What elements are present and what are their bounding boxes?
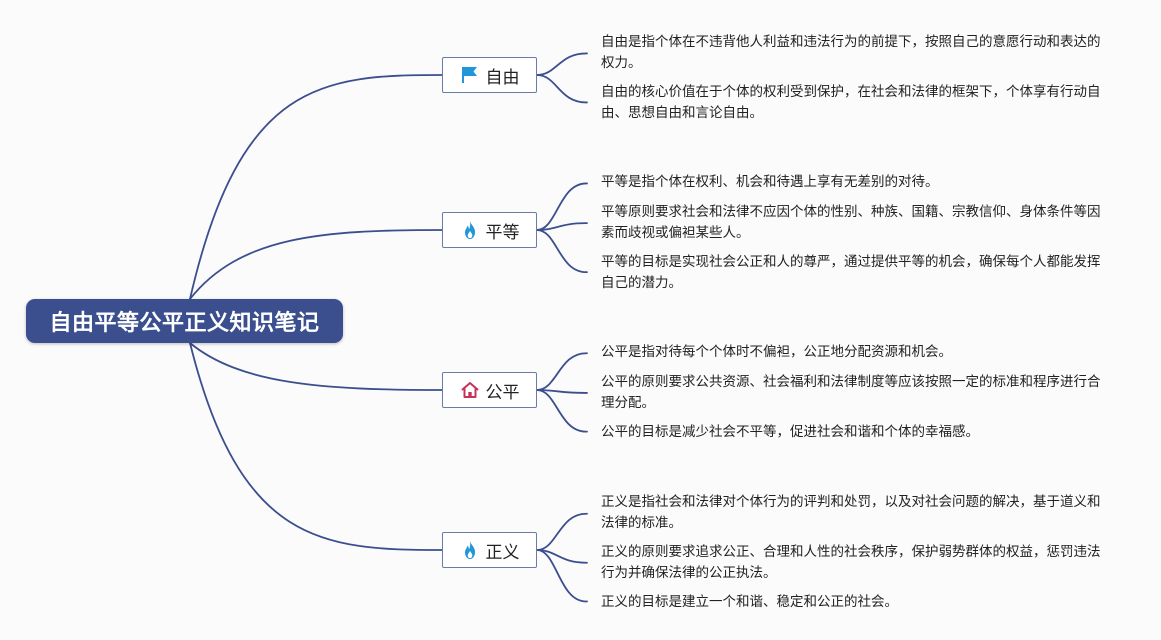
note-text: 平等是指个体在权利、机会和待遇上享有无差别的对待。 bbox=[601, 174, 939, 190]
branch-label: 平等 bbox=[485, 222, 520, 243]
branch-label: 正义 bbox=[485, 542, 520, 563]
branch-to-note-line bbox=[536, 74, 588, 104]
note-text: 自由的核心价值在于个体的权利受到保护，在社会和法律的框架下，个体享有行动自由、思… bbox=[601, 84, 1101, 121]
branch-to-note-line bbox=[536, 182, 588, 231]
flag-icon bbox=[460, 65, 480, 85]
branch-to-note-line bbox=[536, 549, 588, 603]
note-text: 平等原则要求社会和法律不应因个体的性别、种族、国籍、宗教信仰、身体条件等因素而歧… bbox=[601, 204, 1101, 241]
branch-label: 自由 bbox=[485, 67, 520, 88]
flame-icon bbox=[460, 220, 480, 240]
root-to-branch-line bbox=[189, 342, 443, 391]
note-text: 公平是指对待每个个体时不偏袒，公正地分配资源和机会。 bbox=[601, 344, 952, 360]
root-to-branch-line bbox=[189, 229, 443, 300]
house-icon bbox=[460, 380, 480, 400]
branch-topic-fairness[interactable]: 公平 bbox=[442, 372, 537, 408]
branch-topic-freedom[interactable]: 自由 bbox=[442, 57, 537, 93]
note-text: 公平的原则要求公共资源、社会福利和法律制度等应该按照一定的标准和程序进行合理分配… bbox=[601, 374, 1101, 411]
root-to-branch-line bbox=[189, 342, 443, 551]
branch-to-note-line bbox=[536, 512, 588, 551]
note-text: 平等的目标是实现社会公正和人的尊严，通过提供平等的机会，确保每个人都能发挥自己的… bbox=[601, 254, 1101, 291]
branch-topic-justice[interactable]: 正义 bbox=[442, 532, 537, 568]
branch-to-note-line bbox=[536, 389, 588, 433]
root-to-branch-line bbox=[189, 74, 443, 300]
branch-topic-equality[interactable]: 平等 bbox=[442, 212, 537, 248]
note-text: 自由是指个体在不违背他人利益和违法行为的前提下，按照自己的意愿行动和表达的权力。 bbox=[601, 34, 1101, 71]
root-topic[interactable]: 自由平等公平正义知识笔记 bbox=[26, 299, 343, 343]
branch-label: 公平 bbox=[485, 382, 520, 403]
note-text: 正义的原则要求追求公正、合理和人性的社会秩序，保护弱势群体的权益，惩罚违法行为并… bbox=[601, 544, 1101, 581]
flame-icon bbox=[460, 540, 480, 560]
branch-to-note-line bbox=[536, 229, 588, 274]
note-text: 正义是指社会和法律对个体行为的评判和处罚，以及对社会问题的解决，基于道义和法律的… bbox=[601, 494, 1101, 531]
root-title: 自由平等公平正义知识笔记 bbox=[49, 311, 320, 336]
branch-to-note-line bbox=[536, 222, 588, 231]
branch-to-note-line bbox=[536, 352, 588, 391]
note-text: 正义的目标是建立一个和谐、稳定和公正的社会。 bbox=[601, 594, 898, 610]
branch-to-note-line bbox=[536, 52, 588, 76]
note-text: 公平的目标是减少社会不平等，促进社会和谐和个体的幸福感。 bbox=[601, 424, 979, 440]
